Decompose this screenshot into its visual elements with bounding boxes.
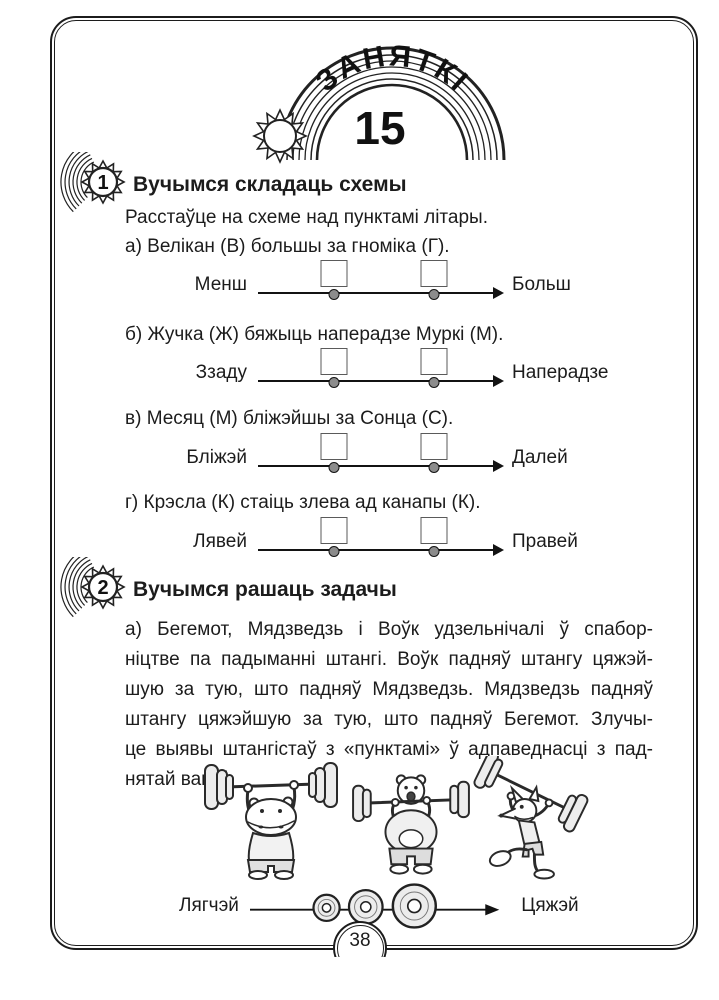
- scheme-a-axis: [258, 256, 504, 304]
- small-weight-plate-icon[interactable]: [312, 893, 341, 923]
- section-2-number: 2: [97, 577, 108, 599]
- page-number-badge: 38: [328, 919, 392, 957]
- scheme-a-left-label: Менш: [194, 274, 247, 295]
- answer-box[interactable]: [420, 348, 448, 375]
- answer-box[interactable]: [420, 260, 448, 287]
- scheme-a: Менш Больш: [125, 256, 652, 304]
- section-1-instruction: Расстаўце на схеме над пунктамі літары.: [125, 207, 488, 228]
- axis-line: [258, 380, 500, 382]
- axis-arrowhead-icon: [493, 287, 504, 299]
- answer-box[interactable]: [420, 517, 448, 544]
- rainbow-icon: [278, 46, 506, 161]
- problem-text-line: це выявы штангістаў з «пунктамі» ў адпав…: [125, 739, 653, 760]
- wolf-weightlifter-illustration[interactable]: [470, 756, 592, 881]
- scheme-v-left-label: Бліжэй: [186, 447, 247, 468]
- scale-axis: [249, 883, 500, 929]
- scheme-g-left-label: Лявей: [193, 531, 247, 552]
- answer-box[interactable]: [320, 433, 348, 460]
- lesson-number: 15: [354, 102, 405, 154]
- axis-line: [258, 549, 500, 551]
- scheme-v-axis: [258, 429, 504, 477]
- lesson-banner: ЗАНЯТКІ 15: [252, 40, 506, 164]
- scheme-point: [428, 546, 440, 557]
- section-1-title: Вучымся складаць схемы: [133, 173, 407, 196]
- scheme-b-right-label: Наперадзе: [512, 362, 609, 383]
- scale-right-label: Цяжэй: [521, 895, 579, 916]
- problem-text-line: штангу цяжэйшую за тую, што падняў Бегем…: [125, 709, 653, 730]
- weight-scale: Лягчэй Цяжэй: [125, 876, 652, 936]
- task-v-text: в) Месяц (М) бліжэйшы за Сонца (С).: [125, 408, 454, 429]
- scheme-g-axis: [258, 513, 504, 561]
- task-a-text: а) Велікан (В) большы за гноміка (Г).: [125, 236, 450, 257]
- answer-box[interactable]: [320, 348, 348, 375]
- section-1-number: 1: [97, 172, 108, 194]
- section-2-sun-badge-icon: 2: [60, 557, 126, 618]
- problem-text-line: ніцтве па падыманні штангі. Воўк падняў …: [125, 649, 653, 670]
- scheme-a-right-label: Больш: [512, 274, 571, 295]
- scheme-point: [428, 289, 440, 300]
- axis-arrowhead-icon: [493, 544, 504, 556]
- scheme-point: [328, 462, 340, 473]
- scheme-g-right-label: Правей: [512, 531, 578, 552]
- scheme-point: [428, 462, 440, 473]
- task-g-text: г) Крэсла (К) стаіць злева ад канапы (К)…: [125, 492, 481, 513]
- answer-box[interactable]: [420, 433, 448, 460]
- axis-line: [258, 465, 500, 467]
- scale-left-label: Лягчэй: [178, 895, 239, 916]
- problem-text-line: шую за тую, што падняў Мядзведзь. Мядзве…: [125, 679, 653, 700]
- axis-arrowhead-icon: [493, 460, 504, 472]
- scheme-b-axis: [258, 344, 504, 392]
- section-1-sun-badge-icon: 1: [60, 152, 126, 213]
- scheme-point: [328, 377, 340, 388]
- answer-box[interactable]: [320, 260, 348, 287]
- axis-line: [258, 292, 500, 294]
- medium-weight-plate-icon[interactable]: [347, 889, 384, 925]
- bear-weightlifter-illustration[interactable]: [352, 770, 470, 878]
- large-weight-plate-icon[interactable]: [391, 883, 437, 929]
- section-2-title: Вучымся рашаць задачы: [133, 578, 397, 601]
- task-b-text: б) Жучка (Ж) бяжыць наперадзе Муркі (М).: [125, 324, 504, 345]
- scheme-g: Лявей Правей: [125, 513, 652, 561]
- lesson-banner-label: ЗАНЯТКІ: [310, 40, 476, 99]
- problem-text-line: а) Бегемот, Мядзведзь і Воўк удзельнічал…: [125, 619, 653, 640]
- scheme-v: Бліжэй Далей: [125, 429, 652, 477]
- scheme-point: [328, 546, 340, 557]
- axis-arrowhead-icon: [493, 375, 504, 387]
- hippo-weightlifter-illustration[interactable]: [196, 760, 346, 880]
- scheme-b: Ззаду Наперадзе: [125, 344, 652, 392]
- problem-text: а) Бегемот, Мядзведзь і Воўк удзельнічал…: [125, 615, 653, 795]
- sun-icon: [252, 108, 308, 164]
- scheme-point: [428, 377, 440, 388]
- scheme-v-right-label: Далей: [512, 447, 568, 468]
- scheme-b-left-label: Ззаду: [195, 362, 247, 383]
- answer-box[interactable]: [320, 517, 348, 544]
- page-number: 38: [349, 930, 371, 951]
- scheme-point: [328, 289, 340, 300]
- axis-arrowhead-icon: [485, 904, 500, 916]
